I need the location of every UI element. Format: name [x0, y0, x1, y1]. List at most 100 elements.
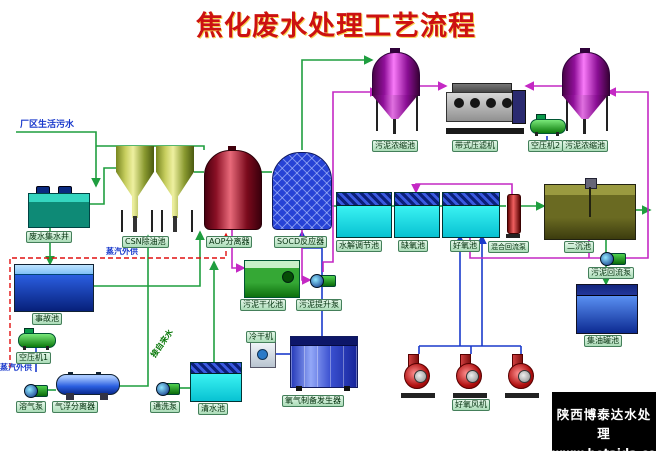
compressor-body — [530, 119, 566, 134]
tank-cover — [443, 193, 499, 206]
tank-water — [395, 206, 439, 237]
label-belt-filter-press: 带式压滤机 — [452, 140, 498, 152]
watermark-company: 陕西博泰达水处理 — [556, 407, 652, 441]
thickener-body — [562, 52, 610, 96]
compressor-foot — [535, 132, 538, 136]
label-plant-sewage: 厂区生活污水 — [20, 120, 75, 130]
vessel-nozzle — [580, 48, 590, 53]
sludge-thickener-right — [562, 48, 610, 138]
pump-volute — [600, 252, 614, 266]
label-flush-pump: 通洗泵 — [150, 401, 180, 413]
sludge-lift-pump — [310, 272, 336, 288]
cabinet-foot — [296, 386, 302, 391]
watermark: 陕西博泰达水处理 www.botaida.com — [552, 392, 656, 451]
waste-well — [28, 186, 90, 228]
label-accident-tank: 事故池 — [32, 313, 62, 325]
accident-tank — [14, 264, 94, 312]
belt-filter-press — [446, 80, 526, 138]
press-roller — [486, 98, 496, 108]
compressor-foot — [556, 132, 559, 136]
label-secondary-clarifier: 二沉池 — [564, 241, 594, 253]
flush-pump — [156, 380, 180, 396]
tank-water — [191, 374, 241, 401]
generator-cabinet — [290, 336, 358, 388]
blower-base — [505, 393, 539, 398]
oxygen-generator — [290, 336, 358, 392]
pump-base — [506, 234, 520, 238]
label-csn-deoiler: CSN除油池 — [122, 236, 169, 248]
cabinet-foot — [344, 386, 350, 391]
label-sludge-thickener-left: 污泥浓缩池 — [372, 140, 418, 152]
label-oil-collection-tank: 集油罐池 — [584, 335, 622, 347]
aerobic-tank — [442, 192, 500, 238]
label-oxygen-generator: 氧气制备发生器 — [282, 395, 344, 407]
daf-separator — [56, 372, 120, 400]
label-sludge-thickener-right: 污泥浓缩池 — [562, 140, 608, 152]
cabinet-top-band — [291, 337, 357, 346]
label-aop-separator: AOP分离器 — [206, 236, 253, 248]
label-steam-supply-mid: 蒸汽外供 — [106, 247, 138, 256]
compressor-foot — [23, 346, 26, 350]
blower-motor — [518, 370, 531, 383]
label-air-compressor-1: 空压机1 — [16, 352, 52, 364]
label-socd-reactor: SOCD反应器 — [274, 236, 328, 248]
pump-volute — [310, 274, 324, 288]
blower-motor — [466, 370, 479, 383]
air-compressor-1 — [18, 328, 56, 350]
label-anoxic-tank: 缺氧池 — [398, 240, 428, 252]
daf-saddle — [66, 393, 74, 400]
thickener-pipe — [393, 119, 396, 134]
sludge-return-pump — [600, 250, 626, 266]
thickener-legs — [376, 95, 418, 131]
csn-deoiler-cone-1 — [116, 146, 154, 234]
vessel-nozzle — [390, 48, 400, 53]
pump-body — [507, 194, 521, 234]
cone-stem — [173, 216, 177, 232]
daf-cylinder — [56, 374, 120, 395]
hydrolysis-tank — [336, 192, 392, 238]
csn-deoiler-cone-2 — [156, 146, 194, 234]
tank-top-band — [15, 265, 93, 275]
socd-reactor — [272, 150, 332, 230]
press-roller — [502, 98, 512, 108]
vessel-nozzle — [228, 146, 236, 152]
label-hydrolysis-tank: 水解调节池 — [336, 240, 382, 252]
label-sludge-return-pump: 污泥回流泵 — [588, 267, 634, 279]
aerobic-blower-2 — [452, 354, 490, 398]
label-daf-separator: 气浮分离器 — [52, 401, 98, 413]
well-body — [28, 193, 90, 228]
clarifier-shaft — [589, 187, 591, 217]
cone-legs — [121, 210, 153, 232]
aop-vessel — [204, 150, 262, 230]
press-roller — [470, 98, 480, 108]
label-steam-supply-left: 蒸汽外供 — [0, 363, 32, 372]
label-air-compressor-2: 空压机2 — [528, 140, 564, 152]
tank-cover — [395, 193, 439, 206]
press-roller — [454, 98, 464, 108]
oil-collection-tank — [576, 284, 638, 334]
label-aerobic-tank: 好氧池 — [450, 240, 480, 252]
press-base — [446, 128, 524, 134]
socd-vessel — [272, 152, 332, 230]
dryer-fan-icon — [257, 349, 268, 360]
cone-stem — [133, 216, 137, 232]
aerobic-blower-3 — [504, 354, 542, 398]
clarifier-drive — [585, 178, 597, 189]
air-compressor-2 — [530, 114, 566, 136]
tank-water — [443, 206, 499, 237]
aerobic-blower-1 — [400, 354, 438, 398]
label-cold-dryer: 冷干机 — [246, 331, 276, 343]
sludge-thickener-left — [372, 48, 420, 138]
thickener-body — [372, 52, 420, 96]
mix-reflux-pump — [506, 192, 521, 238]
aop-separator — [204, 146, 262, 230]
label-sludge-drying-tank: 污泥干化池 — [240, 299, 286, 311]
page-title: 焦化废水处理工艺流程 — [196, 11, 476, 42]
tank-cover — [191, 363, 241, 374]
tank-cover — [337, 193, 391, 206]
thickener-pipe — [583, 119, 586, 134]
compressor-body — [18, 333, 56, 348]
daf-saddle — [100, 393, 108, 400]
blower-base — [453, 393, 487, 398]
